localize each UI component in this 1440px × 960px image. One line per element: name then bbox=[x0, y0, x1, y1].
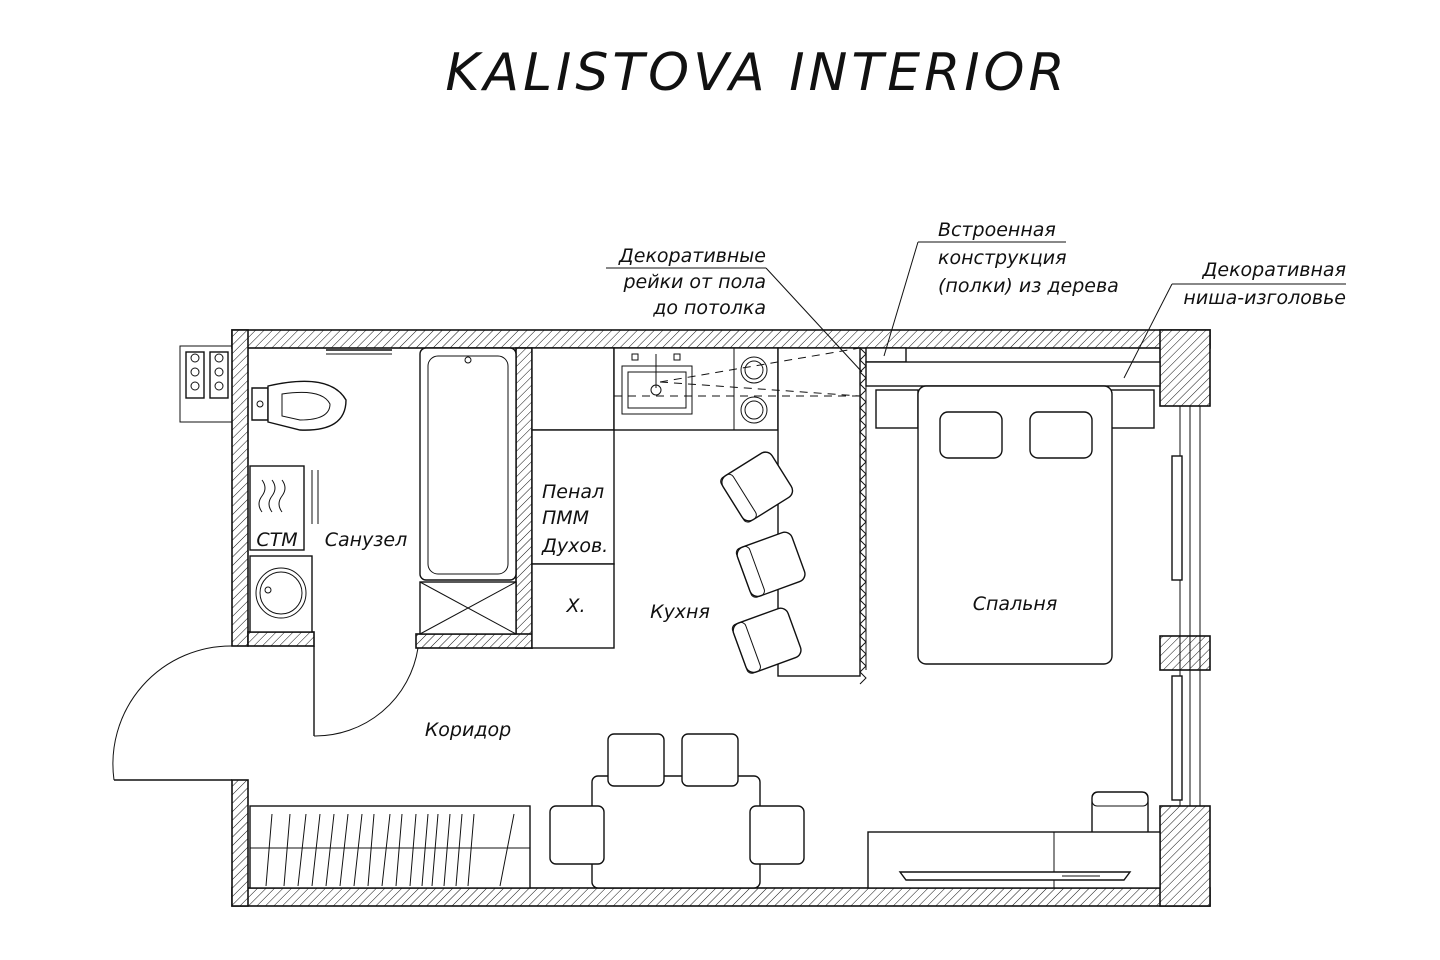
callout-slats-3: до потолка bbox=[652, 297, 766, 319]
corridor: Коридор bbox=[249, 719, 805, 889]
kitchen-sink-icon bbox=[621, 353, 693, 415]
wardrobe-icon bbox=[249, 805, 531, 889]
plan-title: KALISTOVA INTERIOR bbox=[445, 43, 1068, 103]
callout-slats-2: рейки от пола bbox=[622, 271, 766, 293]
dining-table-icon bbox=[549, 733, 805, 889]
callout-shelves: Встроенная конструкция (полки) из дерева bbox=[883, 219, 1119, 357]
pantry-label-2: ПММ bbox=[542, 507, 589, 529]
pantry-label-1: Пенал bbox=[542, 481, 604, 503]
washing-machine-icon bbox=[249, 465, 319, 551]
callout-niche-2: ниша-изголовье bbox=[1183, 287, 1346, 309]
bed-icon bbox=[917, 385, 1113, 665]
bedroom-label: Спальня bbox=[973, 593, 1058, 615]
vent-shafts bbox=[179, 345, 233, 423]
corridor-label: Коридор bbox=[425, 719, 511, 741]
bedroom: Спальня bbox=[865, 347, 1161, 889]
callout-niche-1: Декоративная bbox=[1202, 259, 1346, 281]
window-right bbox=[1171, 406, 1201, 806]
desk-icon bbox=[867, 831, 1161, 889]
bathroom-door bbox=[313, 646, 419, 737]
bathroom: СТМ Санузел bbox=[249, 347, 517, 737]
callout-shelves-2: конструкция bbox=[938, 247, 1067, 269]
callout-slats-1: Декоративные bbox=[618, 245, 766, 267]
sink-icon bbox=[249, 555, 313, 633]
walls bbox=[231, 329, 1211, 907]
entrance-door bbox=[112, 645, 233, 781]
bar-stool-icon bbox=[720, 451, 806, 674]
washer-label: СТМ bbox=[256, 529, 297, 551]
callout-shelves-3: (полки) из дерева bbox=[938, 275, 1119, 297]
toilet-icon bbox=[251, 380, 347, 431]
callout-niche: Декоративная ниша-изголовье bbox=[1123, 259, 1346, 379]
callout-slats: Декоративные рейки от пола до потолка bbox=[606, 245, 863, 373]
decorative-slats bbox=[859, 347, 867, 685]
bathroom-label: Санузел bbox=[325, 529, 408, 551]
hob-icon bbox=[740, 356, 768, 424]
fridge-label: Х. bbox=[565, 595, 585, 617]
kitchen: Пенал ПММ Духов. Х. bbox=[531, 347, 867, 685]
bathtub-icon bbox=[419, 347, 517, 635]
callout-shelves-1: Встроенная bbox=[938, 219, 1056, 241]
pantry-label-3: Духов. bbox=[541, 535, 608, 557]
kitchen-label: Кухня bbox=[650, 601, 710, 623]
